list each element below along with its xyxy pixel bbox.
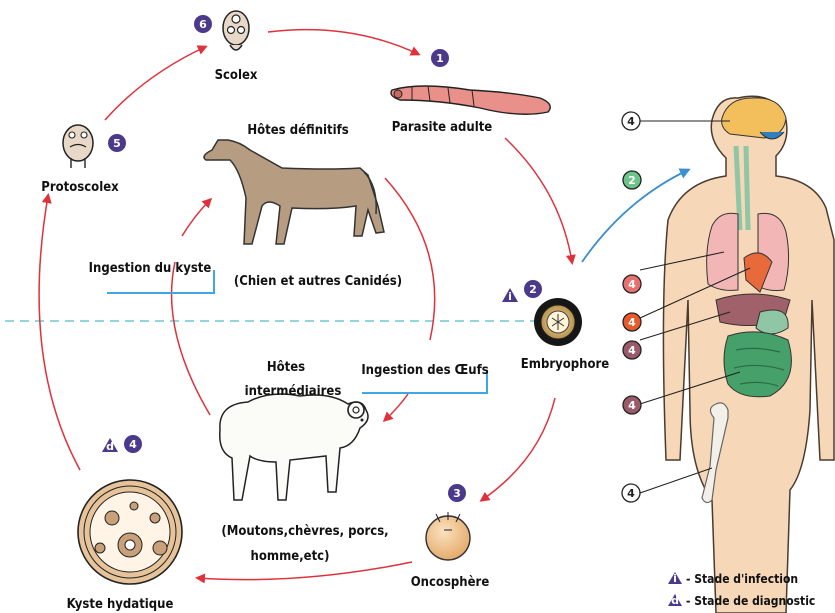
label-hotes-definitifs: Hôtes définitifs bbox=[247, 123, 348, 138]
label-moutons-1: (Moutons,chèvres, porcs, bbox=[221, 524, 388, 539]
arrow-adult-to-embryophore bbox=[505, 138, 572, 262]
human-organ-badges: 4 2 4 4 4 4 4 bbox=[622, 112, 641, 502]
label-kyste-hydatique: Kyste hydatique bbox=[67, 597, 174, 612]
legend-diagnostic-label: - Stade de diagnostic bbox=[686, 594, 815, 608]
arrow-sheep-to-dog bbox=[172, 262, 210, 415]
svg-text:d: d bbox=[671, 594, 679, 607]
label-scolex: Scolex bbox=[215, 68, 258, 83]
label-chien: (Chien et autres Canidés) bbox=[234, 274, 402, 289]
arrow-protoscolex-to-scolex bbox=[105, 47, 205, 120]
label-moutons-2: homme,etc) bbox=[251, 549, 330, 564]
label-protoscolex: Protoscolex bbox=[41, 180, 119, 195]
human-intestine bbox=[724, 332, 791, 397]
badge-infection: 2 bbox=[628, 174, 636, 187]
oncosphere-figure bbox=[426, 512, 470, 560]
badge-bone: 4 bbox=[627, 487, 635, 500]
arrow-embryophore-to-oncosphere bbox=[482, 398, 555, 500]
human-brain bbox=[722, 98, 786, 138]
label-oncosphere: Oncosphère bbox=[411, 575, 490, 590]
stage-number-5: 5 bbox=[113, 137, 121, 150]
arrow-to-dog-legs bbox=[182, 200, 210, 236]
badge-brain: 4 bbox=[627, 115, 635, 128]
arrow-oncosphere-to-kyste bbox=[198, 562, 412, 580]
adult-parasite-figure bbox=[391, 86, 550, 114]
dog-silhouette bbox=[204, 140, 384, 244]
human-figure bbox=[663, 96, 834, 613]
label-embryophore: Embryophore bbox=[521, 357, 609, 372]
stage-number-4: 4 bbox=[129, 438, 137, 451]
badge-heart: 4 bbox=[628, 316, 636, 329]
svg-text:d: d bbox=[106, 440, 114, 453]
legend-infection-label: - Stade d'infection bbox=[686, 572, 798, 586]
label-parasite-adulte: Parasite adulte bbox=[392, 120, 493, 135]
svg-text:i: i bbox=[673, 572, 677, 585]
sheep-silhouette bbox=[220, 394, 368, 500]
arrow-to-sheep-head bbox=[385, 394, 408, 420]
badge-intestine: 4 bbox=[628, 399, 636, 412]
stage-number-2: 2 bbox=[529, 283, 537, 296]
svg-text:i: i bbox=[508, 290, 512, 303]
scolex-figure bbox=[223, 11, 249, 50]
label-hotes-intermediaires-1: Hôtes bbox=[267, 360, 305, 375]
stage-number-6: 6 bbox=[199, 18, 207, 31]
stage-number-1: 1 bbox=[436, 52, 444, 65]
label-ingestion-kyste: Ingestion du kyste bbox=[89, 261, 212, 276]
embryophore-figure bbox=[534, 298, 582, 346]
protoscolex-figure bbox=[63, 125, 93, 168]
arrow-dog-to-sheep bbox=[385, 178, 435, 340]
arrow-scolex-to-adult bbox=[268, 30, 418, 54]
hydatid-cyst-figure bbox=[78, 480, 182, 584]
badge-lung: 4 bbox=[628, 278, 636, 291]
arrow-kyste-to-protoscolex bbox=[39, 196, 80, 470]
badge-liver: 4 bbox=[628, 344, 636, 357]
stage-number-3: 3 bbox=[453, 487, 461, 500]
label-hotes-intermediaires-2: intermédiaires bbox=[245, 384, 342, 399]
label-ingestion-oeufs: Ingestion des Œufs bbox=[361, 363, 488, 378]
